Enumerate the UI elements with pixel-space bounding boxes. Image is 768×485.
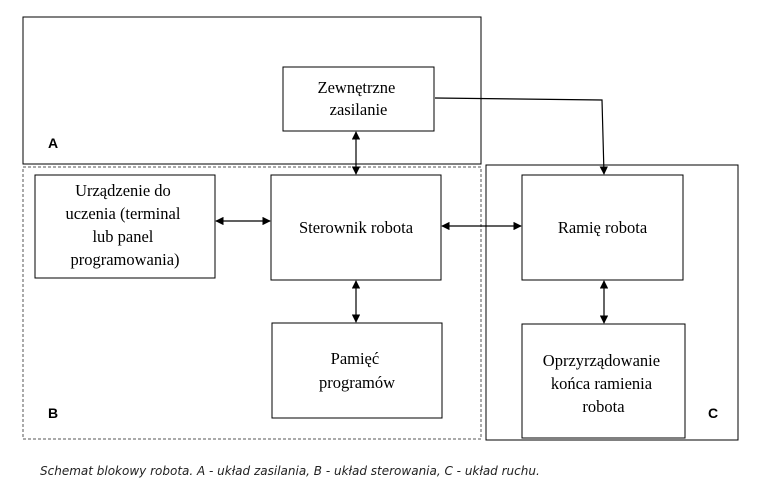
power-supply-block: Zewnętrzne zasilanie <box>282 66 435 132</box>
robot-arm-block: Ramię robota <box>521 174 684 281</box>
robot-controller-block: Sterownik robota <box>270 174 442 281</box>
teach-pendant-line-4: programowania) <box>70 250 179 269</box>
region-c-frame <box>485 164 739 441</box>
robot-controller-label: Sterownik robota <box>299 218 414 237</box>
teach-pendant-block: Urządzenie do uczenia (terminal lub pane… <box>34 174 216 279</box>
region-a-frame <box>22 16 482 165</box>
robot-arm-label: Ramię robota <box>558 218 648 237</box>
svg-text:Ramię robota: Ramię robota <box>558 218 648 237</box>
power-supply-line-2: zasilanie <box>330 100 388 119</box>
svg-text:Urządzenie do uczenia (t: Urządzenie do uczenia (terminal lub pane… <box>65 181 184 269</box>
figure-caption: Schemat blokowy robota. A - układ zasila… <box>40 464 540 478</box>
program-memory-line-2: programów <box>319 373 395 392</box>
end-effector-line-3: robota <box>582 397 625 416</box>
teach-pendant-line-2: uczenia (terminal <box>65 204 180 223</box>
svg-text:Sterownik robota: Sterownik robota <box>299 218 414 237</box>
program-memory-line-1: Pamięć <box>331 349 380 368</box>
end-effector-line-1: Oprzyrządowanie <box>543 351 660 370</box>
region-c-label: C <box>708 405 718 421</box>
region-a-label: A <box>48 135 58 151</box>
teach-pendant-line-3: lub panel <box>92 227 153 246</box>
connector-power-arm <box>434 97 608 175</box>
svg-text:Pamięć programów: Pamięć programów <box>319 349 395 392</box>
program-memory-block: Pamięć programów <box>271 322 443 419</box>
teach-pendant-line-1: Urządzenie do <box>75 181 171 200</box>
power-supply-line-1: Zewnętrzne <box>318 78 396 97</box>
end-effector-tooling-block: Oprzyrządowanie końca ramienia robota <box>521 323 686 439</box>
end-effector-line-2: końca ramienia <box>551 374 653 393</box>
svg-text:Zewnętrzne zasilanie: Zewnętrzne zasilanie <box>318 78 400 119</box>
svg-text:Oprzyrządowanie końca ra: Oprzyrządowanie końca ramienia robota <box>543 351 664 416</box>
region-b-label: B <box>48 405 58 421</box>
